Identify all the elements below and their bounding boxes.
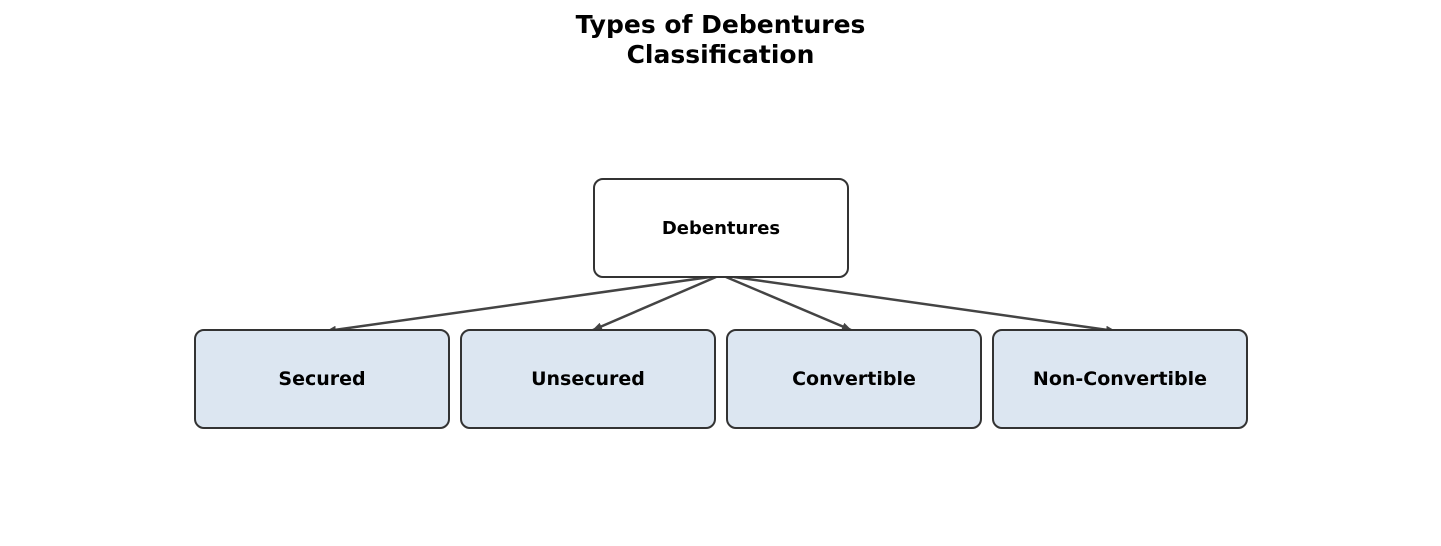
node-unsecured: Unsecured (460, 329, 716, 429)
diagram-title-line-2: Classification (626, 40, 815, 69)
edge-debentures-to-secured (326, 275, 711, 334)
node-unsecured-label: Unsecured (531, 368, 645, 390)
node-debentures: Debentures (593, 178, 849, 278)
edge-debentures-to-convertible (725, 275, 852, 332)
node-non-convertible-label: Non-Convertible (1032, 368, 1208, 390)
node-non-convertible: Non-Convertible (992, 329, 1248, 429)
node-convertible-label: Convertible (792, 368, 916, 390)
edge-debentures-to-unsecured (592, 275, 717, 332)
node-convertible: Convertible (726, 329, 982, 429)
node-secured-label: Secured (278, 368, 366, 390)
node-debentures-label: Debentures (661, 217, 781, 239)
diagram-title-line-1: Types of Debentures (575, 10, 866, 39)
diagram-title: Types of Debentures Classification (0, 10, 1441, 70)
edge-debentures-to-non-convertible (733, 275, 1116, 334)
node-secured: Secured (194, 329, 450, 429)
